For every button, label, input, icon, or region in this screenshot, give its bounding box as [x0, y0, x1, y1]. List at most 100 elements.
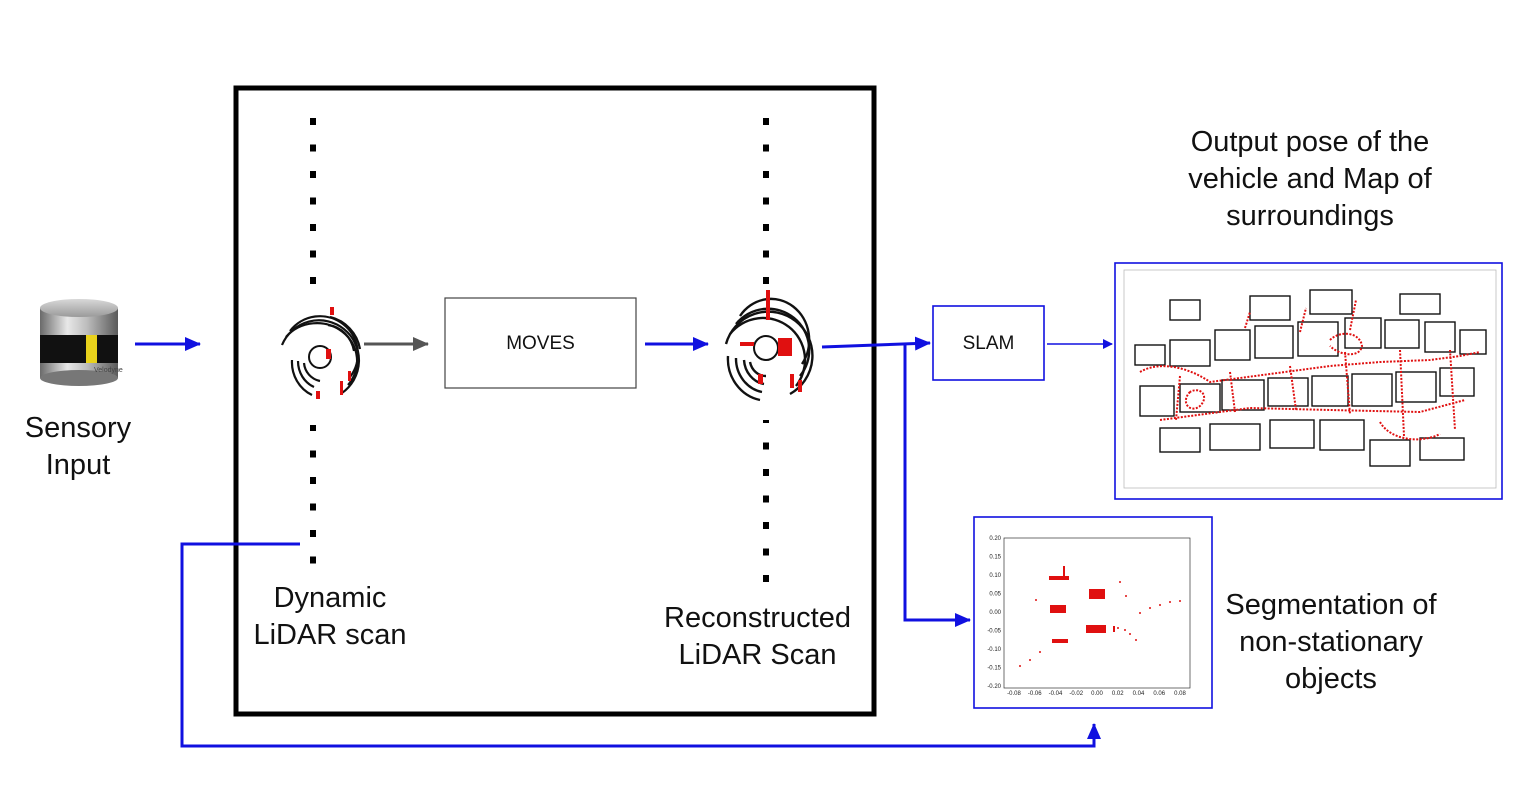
dot	[763, 224, 769, 231]
y-tick-label: 0.15	[989, 555, 1001, 561]
y-tick-label: 0.05	[989, 592, 1001, 598]
map-building	[1249, 295, 1291, 321]
dot	[310, 450, 316, 458]
map-building	[1419, 437, 1465, 461]
feedback-arrow	[180, 542, 1101, 748]
segmentation-line2: non-stationary	[1239, 626, 1423, 658]
map-building	[1439, 367, 1475, 397]
y-tick-label: 0.20	[989, 536, 1001, 542]
x-tick-label: -0.02	[1069, 691, 1083, 697]
sensory-input-label: Sensory Input	[8, 410, 148, 484]
map-building	[1424, 321, 1456, 353]
dot	[310, 424, 316, 431]
dynamic-scan-label: Dynamic LiDAR scan	[230, 580, 430, 654]
slam-box	[932, 305, 1045, 381]
dot	[310, 477, 316, 484]
dot	[763, 442, 769, 450]
dynamic-scan-line1: Dynamic	[273, 582, 387, 614]
map-output-label: Output pose of the vehicle and Map of su…	[1150, 124, 1470, 235]
y-tick-label: 0.00	[989, 610, 1001, 616]
dynamic-scan-line2: LiDAR scan	[253, 619, 407, 651]
x-tick-label: 0.04	[1133, 691, 1145, 697]
to-segmentation-arrow	[903, 345, 971, 627]
dot	[310, 224, 316, 231]
map-building	[1221, 379, 1265, 411]
map-building	[1134, 344, 1166, 366]
vehicle-trajectory	[1139, 299, 1481, 441]
y-tick-label: -0.15	[987, 666, 1001, 672]
reconstructed-scan-icon	[710, 284, 822, 420]
map-building	[1395, 371, 1437, 403]
dot	[763, 197, 769, 205]
map-output-line3: surroundings	[1226, 200, 1394, 232]
map-building	[1459, 329, 1487, 355]
dot	[310, 171, 316, 178]
dot	[763, 118, 769, 125]
map-output-line1: Output pose of the	[1190, 126, 1430, 158]
moves-box	[444, 297, 637, 389]
y-tick-label: -0.10	[987, 647, 1001, 653]
y-tick-label: -0.05	[987, 629, 1001, 635]
x-tick-label: 0.08	[1174, 691, 1186, 697]
map-building	[1399, 293, 1441, 315]
dot	[310, 118, 316, 125]
segmentation-line3: objects	[1285, 663, 1377, 695]
dot	[763, 575, 769, 582]
reconstructed-scan-line1: Reconstructed	[664, 602, 851, 634]
dot	[310, 277, 316, 284]
dot	[310, 503, 316, 511]
map-building	[1179, 383, 1221, 413]
map-building	[1159, 427, 1201, 453]
map-building	[1214, 329, 1251, 361]
to-slam-arrow	[821, 336, 931, 351]
segmentation-plot: 0.20 0.15 0.10 0.05 0.00 -0.05 -0.10 -0.15 -0.20…	[973, 516, 1213, 709]
segmented-points	[1019, 566, 1181, 667]
map-building	[1209, 423, 1261, 451]
dot	[763, 171, 769, 178]
map-output-line2: vehicle and Map of	[1188, 163, 1432, 195]
dotted-line-right	[763, 118, 769, 582]
reconstructed-scan-line2: LiDAR Scan	[678, 639, 837, 671]
map-building	[1309, 289, 1353, 315]
dot	[763, 548, 769, 556]
slam-map-panel	[1114, 262, 1503, 500]
sensory-input-line2: Input	[45, 449, 111, 481]
map-buildings	[1134, 289, 1487, 467]
lidar-sensor-icon: Velodyne	[40, 299, 123, 386]
dot	[310, 144, 316, 152]
map-building	[1369, 439, 1411, 467]
reconstructed-scan-label: Reconstructed LiDAR Scan	[640, 600, 875, 674]
map-building	[1351, 373, 1393, 407]
x-tick-label: -0.08	[1007, 691, 1021, 697]
dot	[763, 250, 769, 258]
map-building	[1319, 419, 1365, 451]
x-tick-label: -0.04	[1049, 691, 1063, 697]
dot	[763, 469, 769, 476]
map-building	[1169, 339, 1211, 367]
map-building	[1169, 299, 1201, 321]
dot	[310, 530, 316, 537]
dot	[763, 495, 769, 503]
x-tick-label: 0.06	[1153, 691, 1165, 697]
dot	[763, 277, 769, 284]
map-building	[1254, 325, 1294, 359]
x-tick-label: 0.00	[1091, 691, 1103, 697]
y-tick-label: -0.20	[987, 684, 1001, 690]
slam-label: SLAM	[962, 333, 1015, 354]
dynamic-scan-icon	[260, 285, 380, 425]
moves-label: MOVES	[506, 333, 575, 354]
dot	[763, 522, 769, 529]
segmentation-label: Segmentation of non-stationary objects	[1200, 587, 1462, 698]
brand-logo: Velodyne	[94, 367, 123, 374]
dotted-line-left	[310, 118, 316, 564]
map-building	[1344, 317, 1382, 349]
dot	[763, 144, 769, 152]
map-building	[1297, 321, 1339, 357]
x-tick-label: -0.06	[1028, 691, 1042, 697]
y-tick-label: 0.10	[989, 573, 1001, 579]
processing-frame	[233, 85, 877, 717]
map-building	[1139, 385, 1175, 417]
sensory-input-line1: Sensory	[24, 412, 132, 444]
segmentation-line1: Segmentation of	[1225, 589, 1437, 621]
